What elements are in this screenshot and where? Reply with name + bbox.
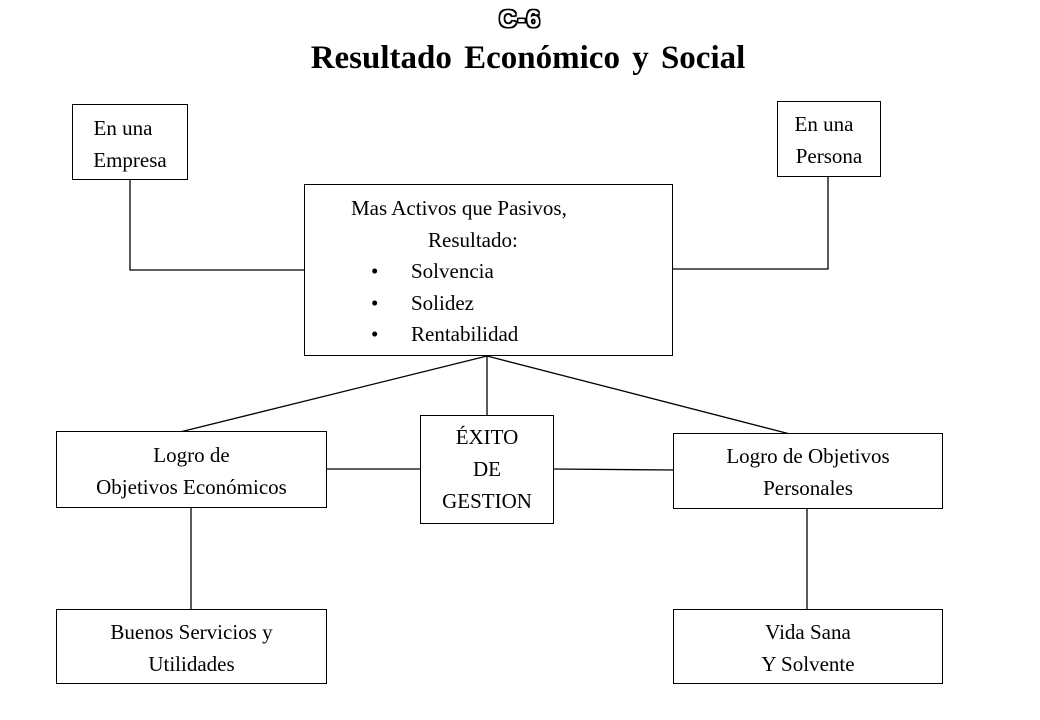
vida-line2: Y Solvente: [761, 652, 855, 676]
servicios-line2: Utilidades: [148, 652, 235, 676]
connector-center-logro-personales: [486, 355, 791, 435]
result-bullet-list: Solvencia Solidez Rentabilidad: [305, 256, 672, 351]
page-title: Resultado Económico y Social: [310, 40, 746, 76]
connector-persona-center: [673, 177, 829, 270]
bullet-item-solidez: Solidez: [305, 288, 672, 320]
slide-code: C-6: [499, 6, 541, 33]
logro-economicos-line1: Logro de: [153, 443, 230, 467]
center-line2: Resultado:: [428, 227, 518, 252]
box-en-una-persona: En una Persona: [777, 101, 881, 177]
connector-empresa-center: [129, 180, 305, 271]
logro-personales-line2: Personales: [763, 476, 853, 500]
bullet-item-solvencia: Solvencia: [305, 256, 672, 288]
box-empresa-line2: Empresa: [93, 148, 167, 172]
box-vida-sana: Vida Sana Y Solvente: [673, 609, 943, 684]
exito-line3: GESTION: [442, 489, 532, 513]
box-empresa-line1: En una: [93, 116, 153, 140]
connector-center-logro-economicos: [179, 355, 488, 433]
exito-line1: ÉXITO: [455, 425, 519, 449]
servicios-line1: Buenos Servicios y: [110, 620, 273, 644]
exito-line2: DE: [473, 457, 501, 481]
bullet-item-rentabilidad: Rentabilidad: [305, 319, 672, 351]
center-line1: Mas Activos que Pasivos,: [351, 196, 567, 220]
box-logro-objetivos-economicos: Logro de Objetivos Económicos: [56, 431, 327, 508]
connector-exito-logro-personales: [553, 468, 674, 471]
box-persona-line2: Persona: [795, 144, 863, 168]
logro-personales-line1: Logro de Objetivos: [726, 444, 890, 468]
box-en-una-empresa: En una Empresa: [72, 104, 188, 180]
box-activos-resultado: Mas Activos que Pasivos, Resultado: Solv…: [304, 184, 673, 356]
vida-line1: Vida Sana: [765, 620, 851, 644]
box-logro-objetivos-personales: Logro de Objetivos Personales: [673, 433, 943, 509]
box-buenos-servicios: Buenos Servicios y Utilidades: [56, 609, 327, 684]
logro-economicos-line2: Objetivos Económicos: [96, 475, 287, 499]
box-persona-line1: En una: [794, 112, 854, 136]
box-exito-de-gestion: ÉXITO DE GESTION: [420, 415, 554, 524]
